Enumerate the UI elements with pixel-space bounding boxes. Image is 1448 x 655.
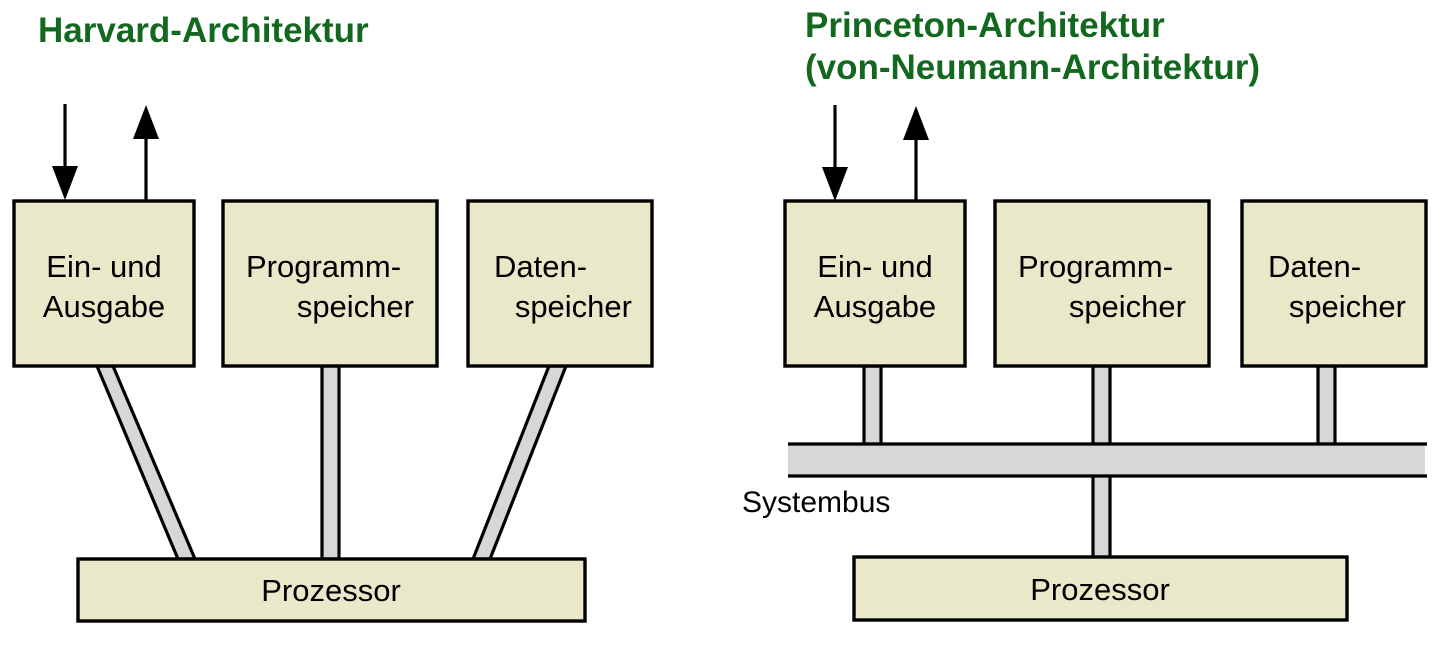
harvard-processor-label: Prozessor [261, 573, 401, 608]
princeton-io-label-line2: Ausgabe [814, 289, 936, 324]
arrow-up-head-icon [903, 106, 929, 140]
harvard-output-arrow [133, 105, 159, 200]
princeton-processor-label: Prozessor [1030, 572, 1170, 607]
princeton-processor-box[interactable]: Prozessor [852, 555, 1349, 622]
arrow-up-head-icon [133, 105, 159, 139]
princeton-bus-data [1316, 364, 1337, 446]
princeton-io-box[interactable]: Ein- und Ausgabe [783, 199, 967, 368]
princeton-bus-io [862, 364, 883, 446]
harvard-processor-box[interactable]: Prozessor [76, 557, 587, 623]
harvard-data-label-line2: speicher [515, 289, 632, 324]
princeton-program-memory-box[interactable]: Programm- speicher [993, 199, 1211, 368]
harvard-io-label-line1: Ein- und [46, 249, 161, 284]
harvard-bus-data [470, 364, 569, 561]
princeton-group: Princeton-Architektur (von-Neumann-Archi… [742, 6, 1428, 622]
princeton-program-label-line2: speicher [1069, 289, 1186, 324]
arrow-down-head-icon [822, 167, 848, 201]
arrow-down-head-icon [52, 166, 78, 200]
harvard-bus-io [94, 364, 198, 561]
princeton-input-arrow [822, 105, 848, 201]
princeton-output-arrow [903, 106, 929, 201]
harvard-io-label-line2: Ausgabe [43, 289, 165, 324]
princeton-data-label-line1: Daten- [1268, 249, 1361, 284]
princeton-title-line2: (von-Neumann-Architektur) [805, 48, 1260, 87]
harvard-io-box[interactable]: Ein- und Ausgabe [12, 199, 196, 368]
harvard-data-label-line1: Daten- [494, 249, 587, 284]
princeton-data-memory-box[interactable]: Daten- speicher [1240, 199, 1428, 368]
harvard-program-memory-box[interactable]: Programm- speicher [221, 199, 439, 368]
princeton-title-line1: Princeton-Architektur [805, 6, 1165, 45]
harvard-data-memory-box[interactable]: Daten- speicher [466, 199, 654, 368]
harvard-program-label-line2: speicher [297, 289, 414, 324]
harvard-program-label-line1: Programm- [246, 249, 401, 284]
princeton-system-bus [788, 442, 1427, 478]
harvard-bus-program [320, 364, 341, 561]
princeton-bus-processor [1091, 472, 1112, 561]
harvard-title: Harvard-Architektur [38, 11, 369, 50]
princeton-io-label-line1: Ein- und [817, 249, 932, 284]
princeton-program-label-line1: Programm- [1018, 249, 1173, 284]
princeton-data-label-line2: speicher [1289, 289, 1406, 324]
systembus-label: Systembus [742, 486, 890, 519]
harvard-group: Harvard-Architektur [12, 11, 654, 623]
harvard-input-arrow [52, 104, 78, 200]
princeton-bus-program [1091, 364, 1112, 446]
